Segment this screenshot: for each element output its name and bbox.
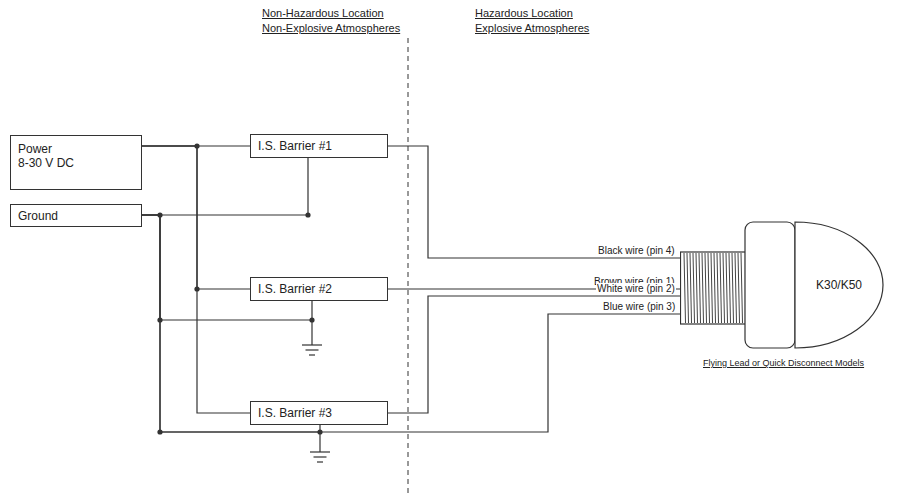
sensor-dome (795, 222, 883, 348)
box-text: Power (18, 142, 52, 156)
box-text: Ground (18, 209, 58, 223)
ground-symbol (310, 432, 330, 462)
barrier-box: I.S. Barrier #2 (250, 277, 388, 301)
ground-box: Ground (10, 204, 142, 227)
threaded-barrel (681, 252, 746, 324)
sensor-model: K30/K50 (795, 278, 883, 292)
wire (142, 158, 308, 215)
sensor-body: K30/K50 (680, 220, 886, 350)
wire (142, 215, 320, 432)
wire (388, 146, 680, 258)
wire (142, 215, 312, 320)
box-text: I.S. Barrier #2 (258, 282, 332, 296)
power-box: Power8-30 V DC (10, 135, 142, 190)
wire (142, 146, 250, 413)
zone-heading: Non-Explosive Atmospheres (262, 21, 400, 35)
thread-lines (684, 253, 743, 323)
ground-symbol (302, 320, 322, 355)
barrier-box: I.S. Barrier #3 (250, 401, 388, 425)
box-text: 8-30 V DC (18, 156, 74, 170)
wire-label: Blue wire (pin 3) (602, 301, 676, 312)
zone-divider (408, 38, 409, 496)
wire (142, 215, 680, 432)
sensor-cap (745, 222, 795, 348)
box-text: I.S. Barrier #3 (258, 406, 332, 420)
barrier-box: I.S. Barrier #1 (250, 134, 388, 158)
box-text: I.S. Barrier #1 (258, 139, 332, 153)
zone-heading: Explosive Atmospheres (475, 21, 589, 35)
zone-heading: Non-Hazardous Location (262, 6, 384, 20)
wire-label: White wire (pin 2) (596, 283, 676, 294)
model-note: Flying Lead or Quick Disconnect Models (703, 356, 864, 370)
wire (142, 146, 250, 289)
zone-heading: Hazardous Location (475, 6, 573, 20)
wire-label: Black wire (pin 4) (597, 245, 676, 256)
